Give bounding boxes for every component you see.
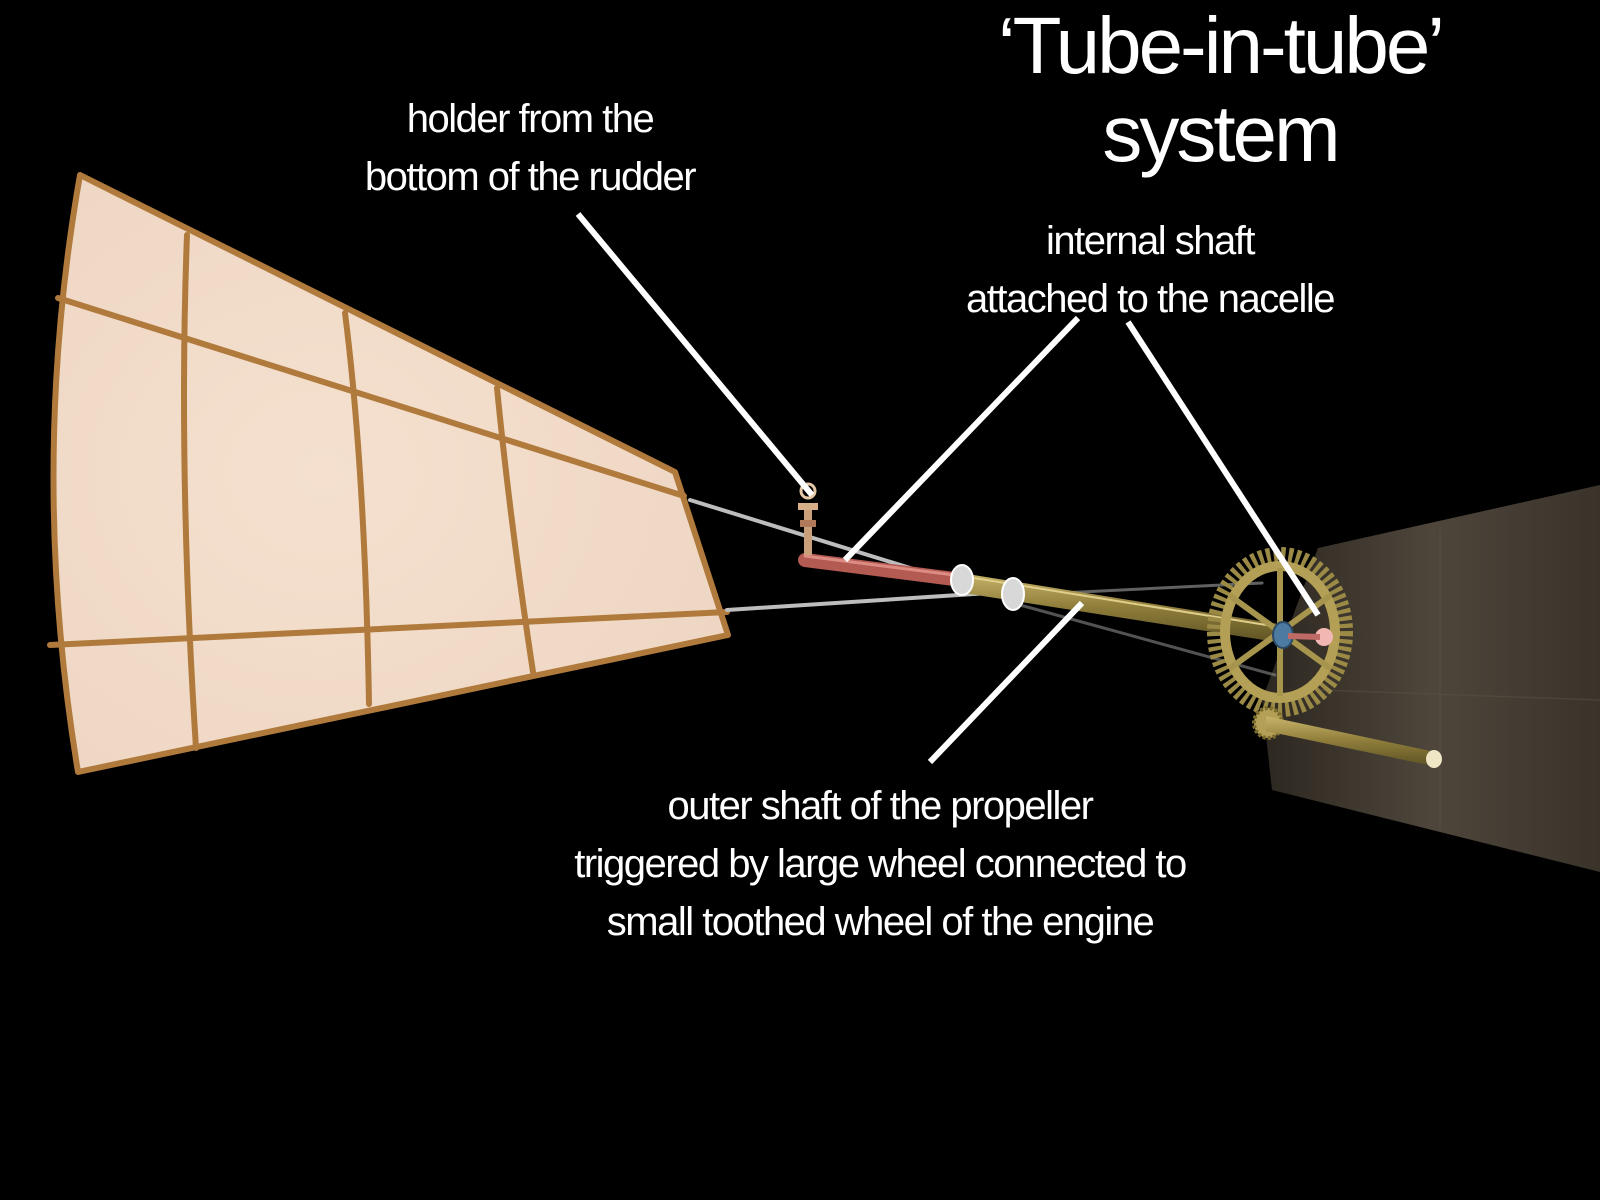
outer-shaft-pointer: [927, 600, 1085, 765]
title-line-2: system: [1102, 89, 1340, 178]
rudder: [47, 172, 731, 775]
nacelle: [1262, 485, 1600, 872]
pointer-lines: [575, 212, 1321, 765]
outer-shaft-label-line-1: outer shaft of the propeller: [667, 784, 1094, 828]
shaft-rings: [950, 564, 1025, 611]
title-line-1: ‘Tube-in-tube’: [997, 1, 1445, 90]
internal-shaft-pointer-left: [842, 315, 1081, 563]
rudder-holder: [798, 482, 818, 555]
engine-gear: [1252, 706, 1442, 768]
diagram-title: ‘Tube-in-tube’ system: [960, 2, 1480, 178]
large-wheel: [1207, 547, 1353, 717]
rudder-frame: [47, 232, 730, 751]
holder-label: holder from the bottom of the rudder: [300, 90, 760, 206]
internal-shaft-pointer-right: [1125, 320, 1321, 617]
internal-shaft: [798, 553, 969, 587]
internal-shaft-label: internal shaft attached to the nacelle: [900, 212, 1400, 328]
outer-shaft-label-line-3: small toothed wheel of the engine: [606, 900, 1155, 944]
outer-shaft-label: outer shaft of the propeller triggered b…: [480, 777, 1280, 951]
internal-shaft-label-line-1: internal shaft: [1045, 219, 1256, 263]
holder-label-line-2: bottom of the rudder: [364, 155, 697, 199]
outer-shaft-label-line-2: triggered by large wheel connected to: [574, 842, 1187, 886]
holder-pointer: [575, 212, 815, 497]
internal-shaft-label-line-2: attached to the nacelle: [965, 277, 1336, 321]
holder-label-line-1: holder from the: [406, 97, 655, 141]
